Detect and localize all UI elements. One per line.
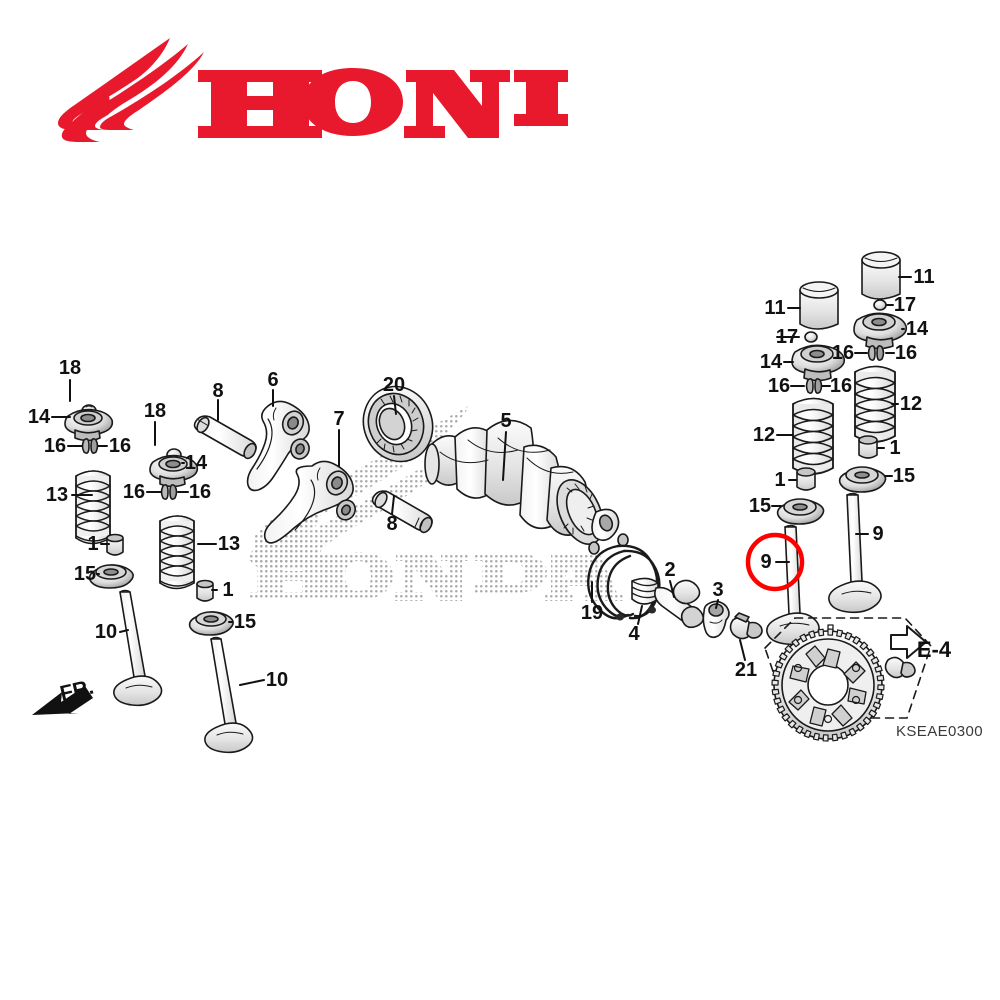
callout-7[interactable]: 7 [333,408,345,430]
rocker-arm-shaft-a [193,415,257,460]
valve-assembly-left-a [64,404,163,707]
sprocket-bolt [884,656,916,679]
honda-logo [48,32,568,142]
callout-16[interactable]: 16 [767,375,791,397]
callout-10[interactable]: 10 [265,669,289,691]
callout-15[interactable]: 15 [748,495,772,517]
decompressor-spring-4 [631,577,659,605]
valve-spring [159,515,195,590]
callout-12[interactable]: 12 [752,424,776,446]
rocker-arm-7 [263,460,356,544]
callout-11[interactable]: 11 [913,266,935,288]
rocker-arm-shaft-b [371,490,433,534]
callout-19[interactable]: 19 [580,602,604,624]
callout-16[interactable]: 16 [894,342,918,364]
valve-stem-seal [196,579,214,602]
valve-9-d [828,492,882,614]
honda-wordmark [198,68,568,138]
callout-1[interactable]: 1 [889,437,901,459]
callout-14[interactable]: 14 [27,406,51,428]
pin-17 [804,331,818,343]
front-direction-arrow [32,686,93,715]
callout-1[interactable]: 1 [222,579,234,601]
callout-14[interactable]: 14 [759,351,783,373]
pin-17 [873,299,887,311]
reference-label-e4: E-4 [916,637,952,662]
valve-stem-seal [796,467,816,491]
leader-lines [51,276,912,686]
valve-spring [75,470,111,545]
callout-3[interactable]: 3 [712,579,724,601]
valve-10-a [113,589,163,707]
callout-13[interactable]: 13 [217,533,241,555]
tappet-11 [861,251,901,300]
honda-wing-logo [58,38,204,142]
callout-6[interactable]: 6 [267,369,279,391]
watermark-wordmark [248,552,624,601]
valve-spring-seat [776,498,825,525]
decompressor-arm-2 [654,579,705,629]
valve-spring-retainer [791,344,846,382]
callout-2[interactable]: 2 [664,559,676,581]
camshaft-bearing-20 [362,385,434,463]
camshaft-5 [424,419,629,555]
callout-21[interactable]: 21 [734,659,758,681]
valve-spring-seat [188,611,234,636]
callout-17[interactable]: 17 [775,326,799,348]
valve-spring-12 [854,365,896,443]
valve-spring-seat [88,564,134,589]
callout-18[interactable]: 18 [58,357,82,379]
callout-4[interactable]: 4 [628,623,640,645]
bolt-21 [729,612,763,640]
callout-8[interactable]: 8 [386,513,398,535]
highlight-circle [745,532,805,592]
callout-1[interactable]: 1 [87,533,99,555]
callout-12[interactable]: 12 [899,393,923,415]
callout-13[interactable]: 13 [45,484,69,506]
callout-1[interactable]: 1 [774,469,786,491]
valve-cotter-pair [160,484,178,500]
callout-10[interactable]: 10 [94,621,118,643]
cam-sprocket [771,624,885,742]
snap-ring-19 [587,544,661,621]
callout-15[interactable]: 15 [73,563,97,585]
callout-16[interactable]: 16 [188,481,212,503]
valve-spring-retainer [149,454,199,488]
diagram-part-code: KSEAE0300 [896,723,983,740]
callout-11[interactable]: 11 [764,297,786,319]
callout-14[interactable]: 14 [184,452,208,474]
callout-5[interactable]: 5 [500,410,512,432]
callout-8[interactable]: 8 [212,380,224,402]
callout-14[interactable]: 14 [905,318,929,340]
callout-16[interactable]: 16 [829,375,853,397]
callout-20[interactable]: 20 [382,374,406,396]
callout-16[interactable]: 16 [108,435,132,457]
callout-16[interactable]: 16 [43,435,67,457]
valve-stem-seal [106,533,124,556]
callout-17[interactable]: 17 [893,294,917,316]
valve-spring-seat [838,466,887,493]
valve-assembly-right-d [828,251,908,614]
valve-spring-retainer [64,408,114,442]
callout-15[interactable]: 15 [892,465,916,487]
valve-assembly-right-c [766,281,846,646]
callout-16[interactable]: 16 [122,481,146,503]
callout-18[interactable]: 18 [143,400,167,422]
rocker-arm-6 [246,400,310,492]
valve-10-b [204,636,254,754]
valve-cotter-pair [867,345,885,361]
callout-15[interactable]: 15 [233,611,257,633]
callout-9[interactable]: 9 [872,523,884,545]
reference-arrow-icon [890,625,927,659]
valve-assembly-left-b [149,448,254,754]
reference-group-e4 [764,617,932,742]
valve-spring-12 [792,397,834,475]
valve-stem-seal [858,435,878,459]
tappet-11 [799,281,839,330]
callout-16[interactable]: 16 [831,342,855,364]
callout-9[interactable]: 9 [760,551,772,573]
